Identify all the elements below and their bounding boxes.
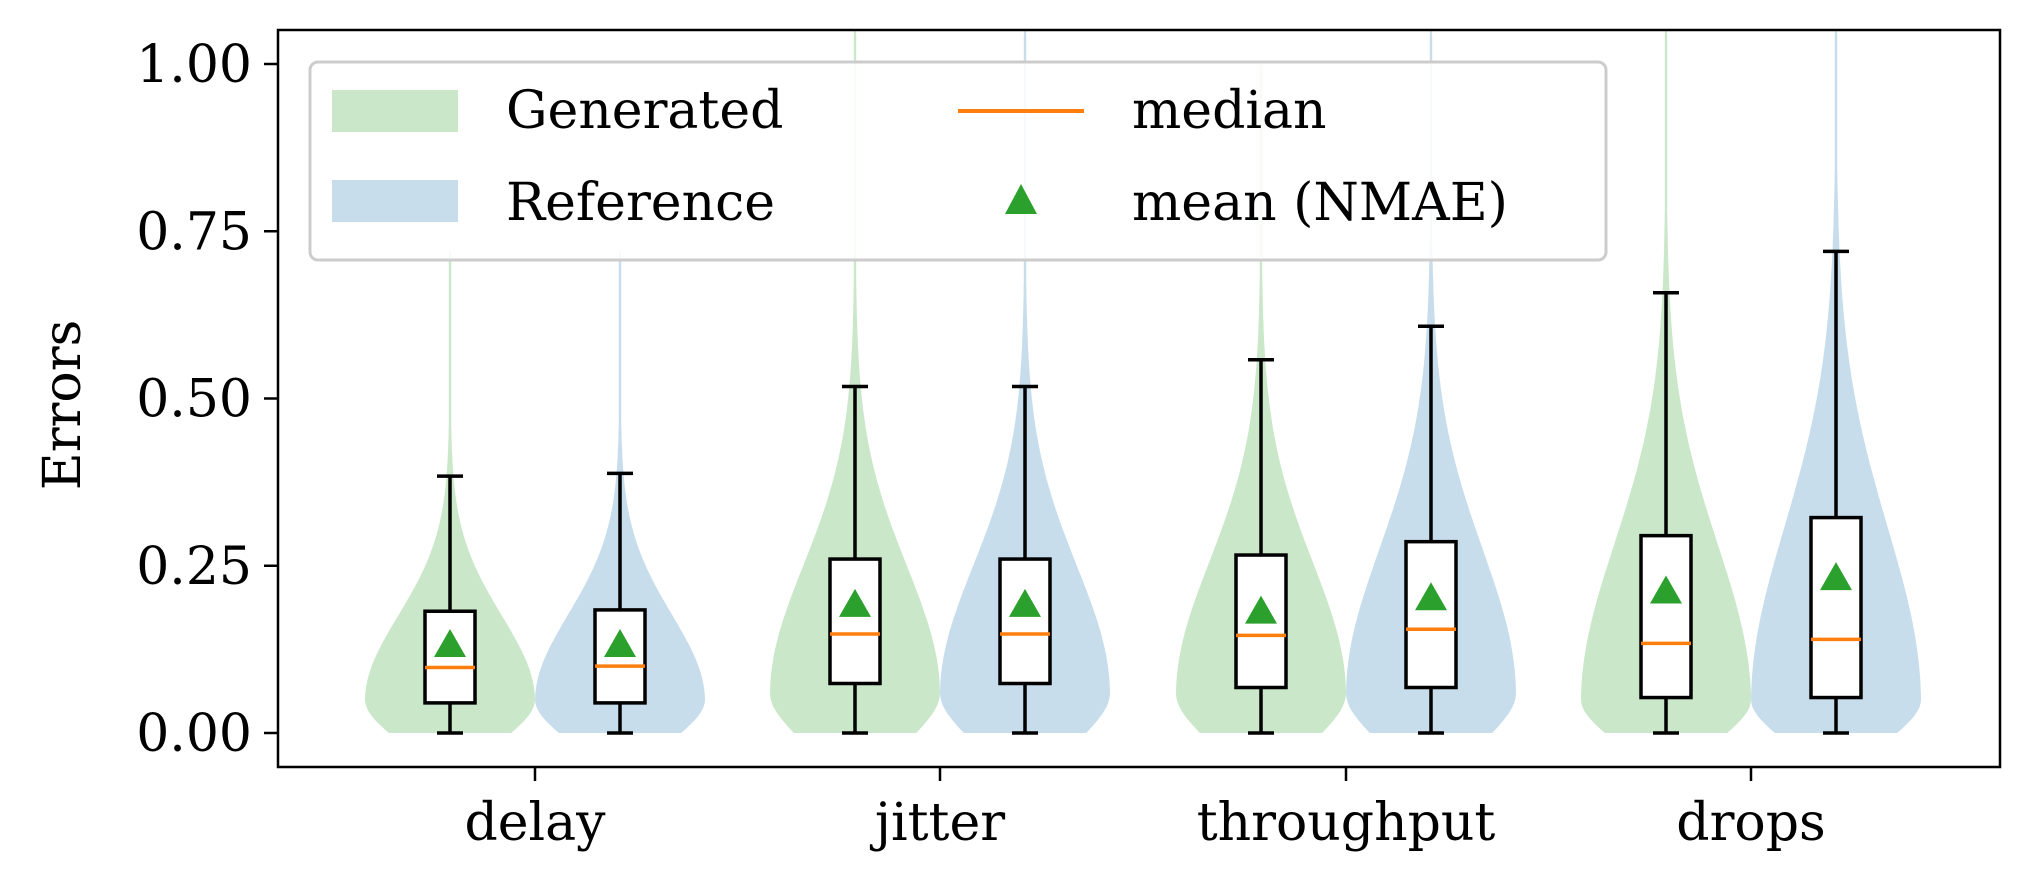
mean-marker-reference-throughput	[1415, 582, 1447, 611]
boxplot-reference-throughput	[1404, 324, 1458, 735]
legend-generated-swatch	[332, 90, 458, 132]
box-generated-drops	[1639, 533, 1693, 700]
box-reference-jitter	[998, 557, 1052, 686]
legend-reference-label: Reference	[506, 173, 775, 233]
mean-marker-generated-throughput	[1245, 595, 1277, 624]
mean-marker-reference-drops	[1820, 562, 1852, 591]
y-axis-label: Errors	[33, 320, 93, 491]
x-tick-label-jitter: jitter	[870, 793, 1005, 853]
legend-generated-label: Generated	[506, 81, 783, 141]
x-tick-label-throughput: throughput	[1197, 793, 1496, 853]
legend-mean-marker	[1005, 184, 1037, 214]
y-tick-label-3: 0.75	[136, 202, 252, 262]
boxplot-generated-drops	[1639, 291, 1693, 735]
y-tick-label-0: 0.00	[136, 704, 252, 764]
boxes-layer	[423, 249, 1863, 735]
mean-marker-generated-delay	[434, 629, 466, 658]
y-axis: 0.00 0.25 0.50 0.75 1.00	[136, 35, 278, 764]
boxplot-generated-delay	[423, 474, 477, 735]
legend-reference-swatch	[332, 180, 458, 222]
box-reference-throughput	[1404, 539, 1458, 690]
y-tick-label-2: 0.50	[136, 370, 252, 430]
boxplot-generated-jitter	[828, 384, 882, 735]
box-generated-jitter	[828, 557, 882, 686]
box-reference-drops	[1809, 515, 1863, 700]
boxplot-reference-jitter	[998, 384, 1052, 735]
y-tick-label-4: 1.00	[136, 35, 252, 95]
legend: Generated Reference median mean (NMAE)	[308, 60, 1608, 262]
mean-marker-reference-jitter	[1009, 588, 1041, 617]
x-axis: delay jitter throughput drops	[464, 767, 1826, 853]
mean-marker-reference-delay	[604, 629, 636, 658]
legend-frame	[308, 60, 1608, 262]
mean-marker-generated-jitter	[839, 588, 871, 617]
box-generated-throughput	[1234, 553, 1288, 690]
boxplot-reference-delay	[593, 471, 647, 735]
box-generated-delay	[423, 609, 477, 705]
boxplot-generated-throughput	[1234, 357, 1288, 735]
legend-median-label: median	[1132, 81, 1327, 141]
violin-generated-jitter	[770, 30, 940, 733]
x-tick-label-delay: delay	[464, 793, 606, 853]
x-tick-label-drops: drops	[1676, 793, 1825, 853]
y-tick-label-1: 0.25	[136, 537, 252, 597]
legend-mean-label: mean (NMAE)	[1132, 173, 1508, 233]
boxplot-reference-drops	[1809, 249, 1863, 735]
violin-reference-jitter	[940, 30, 1110, 733]
mean-marker-generated-drops	[1650, 575, 1682, 604]
